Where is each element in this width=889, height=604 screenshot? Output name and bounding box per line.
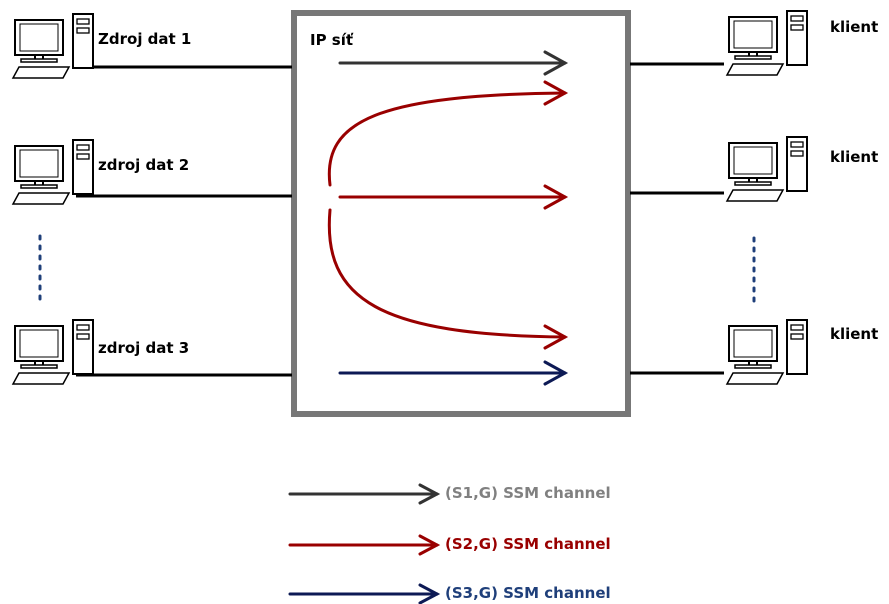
client-computer-3 <box>726 319 808 385</box>
source-computer-2 <box>12 139 94 205</box>
source-computer-1 <box>12 13 94 79</box>
network-title: IP síť <box>310 31 354 49</box>
source-label-1: Zdroj dat 1 <box>98 30 192 48</box>
source-label-3: zdroj dat 3 <box>98 339 190 357</box>
client-label-2: klient <box>830 148 879 166</box>
legend-label-s2: (S2,G) SSM channel <box>445 535 611 553</box>
computer-icon <box>12 319 94 385</box>
client-label-3: klient <box>830 325 879 343</box>
legend-arrow-s2 <box>288 534 441 556</box>
channel-s3-arrow <box>338 360 569 386</box>
computer-icon <box>726 10 808 76</box>
computer-icon <box>12 13 94 79</box>
client-computer-1 <box>726 10 808 76</box>
client-computer-2 <box>726 136 808 202</box>
legend-arrow-s3 <box>288 583 441 604</box>
legend-label-s1: (S1,G) SSM channel <box>445 484 611 502</box>
source-computer-3 <box>12 319 94 385</box>
computer-icon <box>726 319 808 385</box>
channel-s2-arrows <box>327 80 569 350</box>
legend-label-s3: (S3,G) SSM channel <box>445 584 611 602</box>
connection-lines <box>76 62 724 377</box>
channel-s1-arrow <box>338 50 569 76</box>
client-label-1: klient <box>830 18 879 36</box>
computer-icon <box>726 136 808 202</box>
computer-icon <box>12 139 94 205</box>
legend-arrow-s1 <box>288 483 441 505</box>
source-label-2: zdroj dat 2 <box>98 156 190 174</box>
ip-network-box <box>291 10 631 417</box>
